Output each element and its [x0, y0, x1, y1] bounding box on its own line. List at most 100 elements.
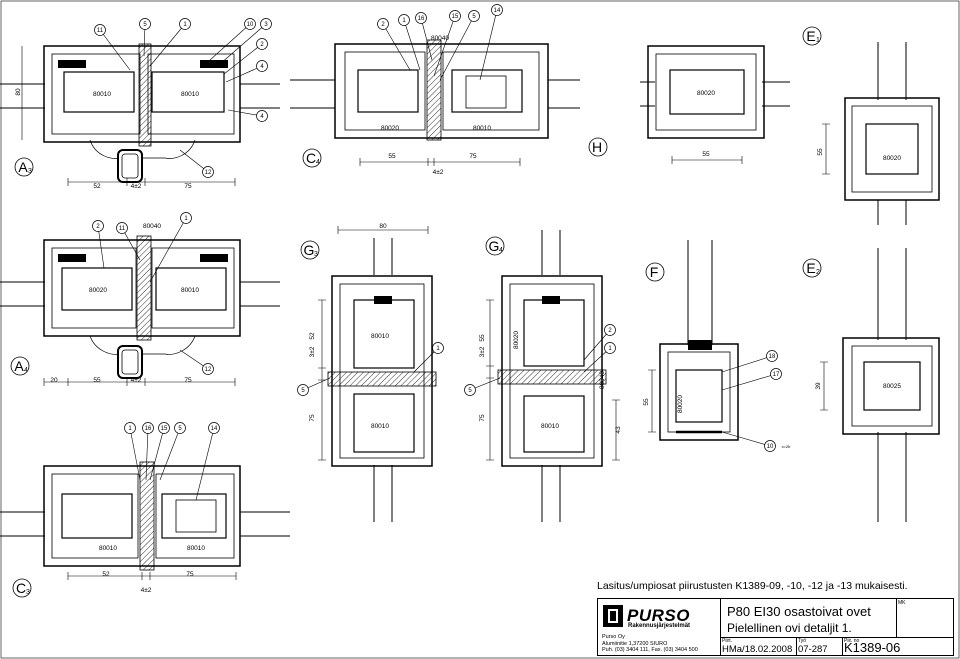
- svg-text:1: 1: [402, 18, 406, 24]
- dim-text: 55: [479, 334, 486, 342]
- svg-text:4: 4: [499, 247, 503, 254]
- callout-bubble: 11: [116, 222, 141, 261]
- dim-text: 4±2: [141, 587, 152, 594]
- section-c3: [0, 461, 290, 580]
- dim-text: 4±2: [131, 377, 142, 384]
- callout-bubble: 1: [149, 18, 191, 67]
- section-h: [640, 45, 790, 164]
- callout-bubble: 14: [195, 422, 220, 501]
- section-label-h: H: [588, 137, 608, 157]
- section-f: [648, 240, 739, 441]
- svg-text:4: 4: [260, 64, 264, 70]
- profile-code: 80040: [599, 371, 606, 389]
- svg-text:10: 10: [767, 444, 774, 450]
- dim-text: 3±2: [309, 346, 316, 357]
- svg-text:3: 3: [26, 589, 30, 596]
- callout-bubble: 3: [219, 18, 272, 65]
- drawing-title: P80 EI30 osastoivat ovet Pielellinen ovi…: [720, 599, 897, 638]
- drawing-number-cell: Piir. no K1389-06: [844, 638, 901, 655]
- profile-code: 80010: [99, 545, 117, 552]
- dim-text: 52: [102, 571, 110, 578]
- dim-text: 80: [379, 223, 387, 230]
- dim-text: 52: [93, 183, 101, 190]
- svg-text:17: 17: [773, 372, 780, 378]
- profile-code: 80010: [181, 91, 199, 98]
- profile-code: 80010: [371, 423, 389, 430]
- section-e1: [822, 42, 940, 225]
- small-note: x=2b: [782, 444, 792, 449]
- svg-text:4: 4: [24, 367, 28, 374]
- dim-text: 75: [309, 414, 316, 422]
- drawer-date: HMa/18.02.2008: [722, 644, 793, 655]
- section-e2: [820, 248, 940, 522]
- dim-text: 4±2: [433, 169, 444, 176]
- job-number: 07-287: [798, 644, 828, 655]
- dim-text: 52: [309, 332, 316, 340]
- svg-text:C: C: [306, 150, 316, 166]
- mk-cell: MK: [896, 599, 953, 638]
- svg-text:12: 12: [205, 170, 212, 176]
- dim-text: 55: [643, 398, 650, 406]
- svg-text:G: G: [304, 242, 315, 258]
- profile-code: 80020: [883, 155, 901, 162]
- profile-code: 80020: [89, 287, 107, 294]
- callout-bubble: 1: [124, 422, 141, 481]
- svg-text:11: 11: [119, 226, 126, 232]
- callout-bubble: 1: [583, 342, 616, 373]
- svg-text:4: 4: [316, 159, 320, 166]
- profile-code: 80010: [473, 125, 491, 132]
- title-line-2: Pielellinen ovi detaljit 1.: [727, 621, 852, 635]
- svg-text:5: 5: [143, 22, 147, 28]
- callout-bubble: 15: [433, 10, 461, 77]
- section-label-f: F: [645, 262, 665, 282]
- svg-text:1: 1: [184, 216, 188, 222]
- svg-text:2: 2: [260, 42, 264, 48]
- callout-bubble: 16: [415, 12, 433, 61]
- callout-bubble: 5: [139, 18, 151, 57]
- dim-text: 55: [817, 148, 824, 156]
- svg-text:16: 16: [418, 16, 425, 22]
- callout-bubble: 5: [464, 377, 501, 396]
- callout-bubble: 4: [225, 60, 268, 83]
- glazing-note: Lasitus/umpiosat piirustusten K1389-09, …: [597, 580, 908, 592]
- svg-text:2: 2: [381, 22, 385, 28]
- dim-text: 75: [469, 153, 477, 160]
- svg-text:A: A: [14, 358, 24, 374]
- svg-text:H: H: [592, 139, 602, 155]
- callout-bubble: 14: [479, 4, 503, 81]
- svg-text:E: E: [806, 260, 815, 276]
- job-cell: Työ 07-287: [796, 637, 843, 655]
- svg-text:16: 16: [145, 426, 152, 432]
- section-c4: [290, 39, 580, 166]
- title-line-1: P80 EI30 osastoivat ovet: [727, 604, 871, 619]
- dim-text: 39: [815, 382, 822, 390]
- svg-text:5: 5: [301, 388, 305, 394]
- svg-text:1: 1: [183, 22, 187, 28]
- profile-code: 80020: [677, 395, 684, 413]
- svg-text:18: 18: [769, 354, 776, 360]
- dim-text: 55: [702, 151, 710, 158]
- profile-code: 80010: [371, 333, 389, 340]
- svg-text:1: 1: [816, 37, 820, 44]
- callout-bubble: 5: [439, 10, 480, 81]
- section-g4: [486, 230, 620, 522]
- callout-bubble: 11: [94, 24, 131, 71]
- svg-text:15: 15: [161, 426, 168, 432]
- callout-bubble: 5: [159, 422, 186, 481]
- svg-text:5: 5: [472, 14, 476, 20]
- svg-text:3: 3: [264, 22, 268, 28]
- svg-text:1: 1: [436, 346, 440, 352]
- profile-code: 80010: [187, 545, 205, 552]
- company-address: Purso Oy Alumiinitie 1,37200 SIURO Puh. …: [602, 634, 698, 653]
- svg-text:1: 1: [608, 346, 612, 352]
- dim-text: 3±2: [479, 346, 486, 357]
- profile-code: 80020: [513, 331, 520, 349]
